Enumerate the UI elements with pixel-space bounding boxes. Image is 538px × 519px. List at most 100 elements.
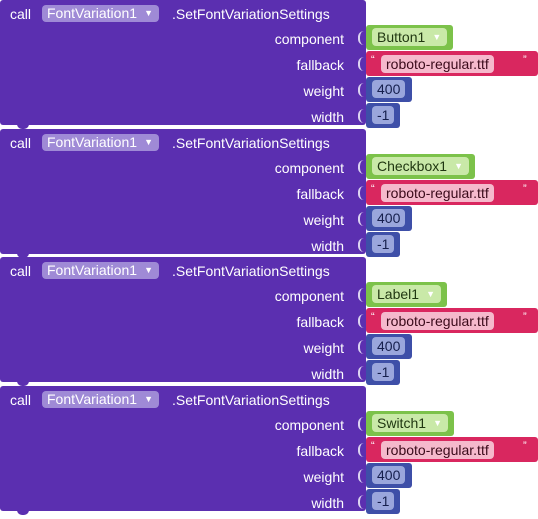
- component-value-block[interactable]: Switch1 ▼: [366, 411, 454, 436]
- component-type-label: FontVariation1: [47, 262, 138, 278]
- component-value: Label1: [377, 286, 420, 302]
- param-label-component: component: [274, 288, 344, 304]
- input-socket: [358, 186, 366, 200]
- chevron-down-icon: ▼: [144, 8, 154, 18]
- block-connector-notch: [17, 507, 29, 515]
- chevron-down-icon: ▼: [426, 289, 436, 299]
- component-type-label: FontVariation1: [47, 134, 138, 150]
- method-name: .SetFontVariationSettings: [172, 6, 330, 22]
- weight-number-block[interactable]: 400: [366, 463, 412, 488]
- component-dropdown[interactable]: Switch1 ▼: [372, 414, 449, 432]
- input-socket: [358, 417, 366, 431]
- param-label-weight: weight: [303, 83, 344, 99]
- method-name: .SetFontVariationSettings: [172, 392, 330, 408]
- weight-number-block[interactable]: 400: [366, 77, 412, 102]
- close-quote-icon: ”: [523, 54, 527, 66]
- input-socket: [358, 212, 366, 226]
- input-socket: [358, 288, 366, 302]
- input-socket: [358, 314, 366, 328]
- fallback-text-block[interactable]: “ roboto-regular.ttf ”: [366, 308, 538, 333]
- param-label-fallback: fallback: [296, 186, 344, 202]
- fallback-text-block[interactable]: “ roboto-regular.ttf ”: [366, 180, 538, 205]
- close-quote-icon: ”: [523, 183, 527, 195]
- param-label-weight: weight: [303, 340, 344, 356]
- component-dropdown[interactable]: Label1 ▼: [372, 285, 442, 303]
- param-label-component: component: [274, 31, 344, 47]
- component-type-dropdown[interactable]: FontVariation1 ▼: [42, 262, 160, 279]
- param-label-fallback: fallback: [296, 57, 344, 73]
- close-quote-icon: ”: [523, 311, 527, 323]
- fallback-text-block[interactable]: “ roboto-regular.ttf ”: [366, 51, 538, 76]
- component-value-block[interactable]: Button1 ▼: [366, 25, 453, 50]
- width-value[interactable]: -1: [372, 363, 395, 381]
- width-number-block[interactable]: -1: [366, 360, 400, 385]
- width-value[interactable]: -1: [372, 106, 395, 124]
- component-type-label: FontVariation1: [47, 391, 138, 407]
- call-block[interactable]: call FontVariation1 ▼ .SetFontVariationS…: [0, 386, 538, 515]
- component-dropdown[interactable]: Checkbox1 ▼: [372, 157, 470, 175]
- component-value-block[interactable]: Checkbox1 ▼: [366, 154, 475, 179]
- chevron-down-icon: ▼: [433, 418, 443, 428]
- param-label-width: width: [311, 495, 344, 511]
- weight-value[interactable]: 400: [372, 337, 406, 355]
- param-label-component: component: [274, 417, 344, 433]
- width-value[interactable]: -1: [372, 492, 395, 510]
- component-type-dropdown[interactable]: FontVariation1 ▼: [42, 391, 160, 408]
- block-connector-notch: [17, 250, 29, 258]
- width-number-block[interactable]: -1: [366, 103, 400, 128]
- chevron-down-icon: ▼: [144, 394, 154, 404]
- component-type-label: FontVariation1: [47, 5, 138, 21]
- input-socket: [358, 340, 366, 354]
- chevron-down-icon: ▼: [144, 137, 154, 147]
- chevron-down-icon: ▼: [144, 265, 154, 275]
- chevron-down-icon: ▼: [454, 161, 464, 171]
- width-value[interactable]: -1: [372, 235, 395, 253]
- component-dropdown[interactable]: Button1 ▼: [372, 28, 448, 46]
- call-keyword: call: [10, 135, 32, 151]
- input-socket: [358, 238, 366, 252]
- component-value-block[interactable]: Label1 ▼: [366, 282, 447, 307]
- weight-value[interactable]: 400: [372, 466, 406, 484]
- method-name: .SetFontVariationSettings: [172, 263, 330, 279]
- fallback-text-block[interactable]: “ roboto-regular.ttf ”: [366, 437, 538, 462]
- close-quote-icon: ”: [523, 440, 527, 452]
- call-block[interactable]: call FontVariation1 ▼ .SetFontVariationS…: [0, 129, 538, 258]
- open-quote-icon: “: [371, 54, 375, 66]
- component-value: Switch1: [377, 415, 427, 431]
- component-type-dropdown[interactable]: FontVariation1 ▼: [42, 134, 160, 151]
- fallback-value[interactable]: roboto-regular.ttf: [381, 441, 494, 459]
- weight-value[interactable]: 400: [372, 80, 406, 98]
- param-label-width: width: [311, 238, 344, 254]
- input-socket: [358, 495, 366, 509]
- param-label-fallback: fallback: [296, 314, 344, 330]
- call-block[interactable]: call FontVariation1 ▼ .SetFontVariationS…: [0, 257, 538, 386]
- weight-number-block[interactable]: 400: [366, 334, 412, 359]
- component-value: Checkbox1: [377, 158, 448, 174]
- weight-number-block[interactable]: 400: [366, 206, 412, 231]
- input-socket: [358, 31, 366, 45]
- param-label-fallback: fallback: [296, 443, 344, 459]
- fallback-value[interactable]: roboto-regular.ttf: [381, 312, 494, 330]
- param-label-weight: weight: [303, 469, 344, 485]
- input-socket: [358, 160, 366, 174]
- component-type-dropdown[interactable]: FontVariation1 ▼: [42, 5, 160, 22]
- fallback-value[interactable]: roboto-regular.ttf: [381, 55, 494, 73]
- param-label-width: width: [311, 109, 344, 125]
- param-label-weight: weight: [303, 212, 344, 228]
- open-quote-icon: “: [371, 311, 375, 323]
- fallback-value[interactable]: roboto-regular.ttf: [381, 184, 494, 202]
- input-socket: [358, 366, 366, 380]
- input-socket: [358, 83, 366, 97]
- call-block[interactable]: call FontVariation1 ▼ .SetFontVariationS…: [0, 0, 538, 129]
- chevron-down-icon: ▼: [432, 32, 442, 42]
- component-value: Button1: [377, 29, 426, 45]
- call-keyword: call: [10, 263, 32, 279]
- weight-value[interactable]: 400: [372, 209, 406, 227]
- width-number-block[interactable]: -1: [366, 489, 400, 514]
- open-quote-icon: “: [371, 183, 375, 195]
- input-socket: [358, 57, 366, 71]
- param-label-width: width: [311, 366, 344, 382]
- width-number-block[interactable]: -1: [366, 232, 400, 257]
- input-socket: [358, 109, 366, 123]
